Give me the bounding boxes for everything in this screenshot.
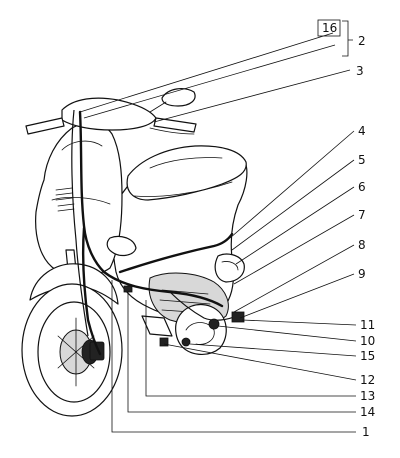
front-indicator [106,235,137,257]
brake-caliper [89,341,105,361]
connector-b [159,337,169,347]
leader-16 [79,32,334,113]
callout-5: 5 [358,153,366,167]
brake-lever [149,127,195,135]
center-stand [141,315,173,337]
leader-13 [145,300,356,397]
seat [126,145,247,201]
leader-10 [217,325,357,342]
front-leg-shield [35,122,123,277]
cable-rear-branch [169,291,237,321]
callout-6: 6 [358,180,366,194]
leader-2 [83,44,336,119]
leader-5 [231,159,355,251]
callout-1: 1 [362,425,370,439]
rear-wheel [175,303,227,355]
callout-12: 12 [360,373,375,387]
callout-10: 10 [360,334,375,348]
mirror-stem [149,101,167,113]
front-wheel [21,283,123,417]
leader-7 [233,214,355,285]
callout-7: 7 [358,208,366,222]
main-harness-front [78,110,224,308]
harness-to-rear [118,232,234,274]
callout-16: 16 [322,21,337,35]
regulator [208,318,220,330]
leader-11 [241,319,357,326]
leader-lines [79,20,357,433]
front-vent [55,187,75,212]
leader-14 [127,292,356,413]
bracket-16-2 [342,20,353,57]
callout-4: 4 [358,124,366,138]
leader-3 [153,69,351,123]
leader-1 [111,280,356,433]
callout-3: 3 [356,64,364,78]
rear-light-lens [221,261,239,271]
callout-9: 9 [358,267,366,281]
callout-15: 15 [360,349,375,363]
cable-front-brake [71,109,89,337]
callout-14: 14 [360,405,375,419]
callout-13: 13 [360,389,375,403]
seat-seam [149,157,223,169]
callout-8: 8 [358,238,366,252]
callout-11: 11 [360,318,375,332]
callout-16-box [317,19,341,37]
mirror [161,88,196,107]
left-grip [25,117,65,135]
scooter-drawing [21,88,248,417]
leader-4 [229,130,355,239]
leader-6 [235,186,355,265]
callout-labels: 16 2 3 4 5 6 7 8 9 11 10 15 12 13 14 1 [322,21,375,439]
leader-9 [239,273,355,319]
relay-module [231,311,245,323]
rear-light [214,253,245,283]
right-grip [153,117,197,133]
connector-a [123,285,133,293]
leader-8 [233,244,355,313]
seat-edge [133,181,233,197]
leader-12 [163,343,357,381]
harness-down-fork [82,226,102,356]
callout-2: 2 [358,34,366,48]
sensor-lower [181,337,191,347]
leader-15 [189,343,357,357]
